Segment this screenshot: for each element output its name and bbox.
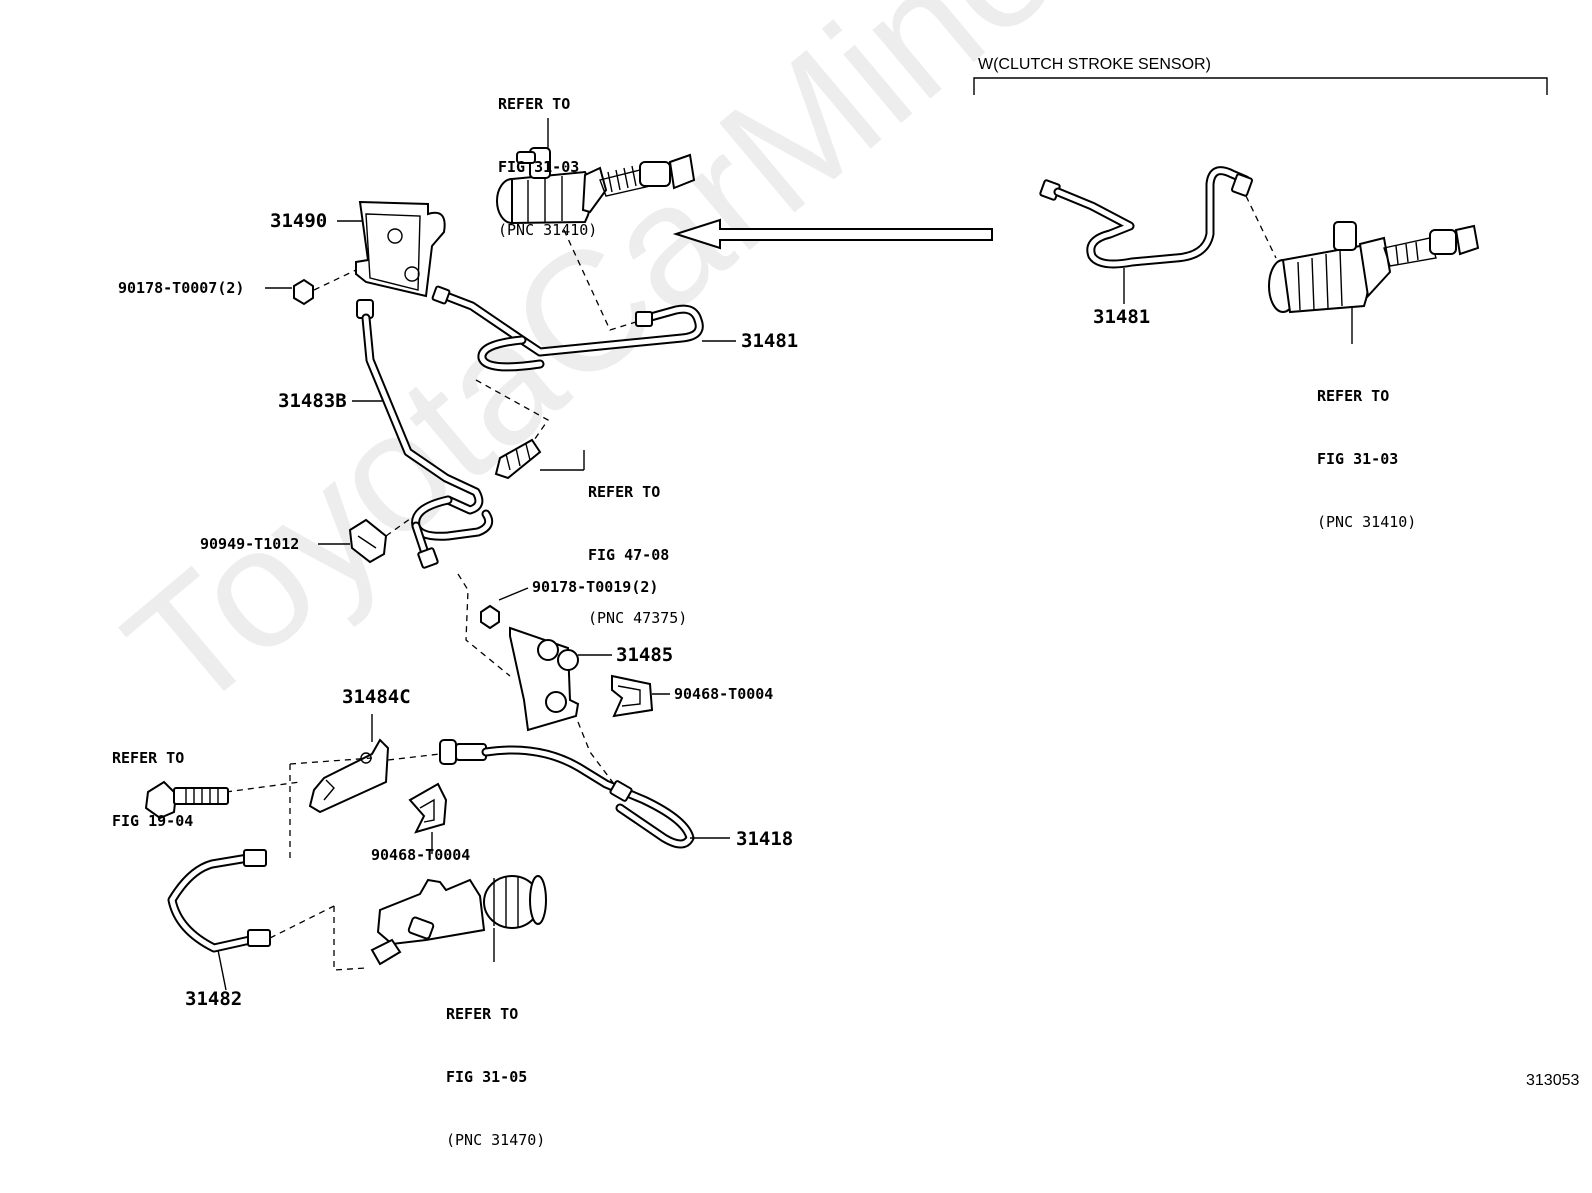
nut-90178-t0007 (265, 269, 357, 306)
reference-bolt: REFER TO FIG 19-04 (112, 706, 193, 874)
clutch-master-cylinder-sensor (1268, 221, 1480, 344)
pipe-31481-sensor (1039, 166, 1277, 304)
clamp-90949-t1012 (318, 515, 415, 564)
label-90178-t0007: 90178-T0007(2) (118, 279, 245, 297)
label-31481-sensor: 31481 (1093, 306, 1151, 328)
sensor-section-bracket (973, 77, 1548, 95)
clutch-master-cylinder-top (496, 118, 696, 225)
figure-number: 313053 (1526, 1072, 1580, 1089)
reference-top-master: REFER TO FIG 31-03 (PNC 31410) (498, 52, 597, 283)
label-90468-t0004-right: 90468-T0004 (674, 685, 774, 703)
sensor-section-title: W(CLUTCH STROKE SENSOR) (978, 56, 1211, 73)
bracket-31485 (457, 573, 612, 732)
direction-arrow (672, 218, 993, 250)
reference-line: FIG 31-03 (498, 158, 580, 176)
bracket-31484c (225, 714, 441, 858)
reference-pnc: (PNC 31410) (498, 221, 598, 239)
reference-line: REFER TO (1317, 387, 1390, 405)
clip-90468-t0004-lower (408, 782, 448, 854)
label-90949-t1012: 90949-T1012 (200, 535, 300, 553)
label-31483b: 31483B (278, 390, 347, 412)
pipe-31482 (167, 849, 367, 991)
nut-90178-t0019 (480, 587, 529, 630)
label-31481-main: 31481 (741, 330, 799, 352)
reference-line: FIG 47-08 (588, 546, 670, 564)
reference-line: REFER TO (446, 1005, 519, 1023)
diagram-drawing (144, 77, 1548, 991)
parts-diagram: ToyotaCarMine.ru (92, 0, 1580, 1149)
label-31484c: 31484C (342, 686, 411, 708)
label-31418: 31418 (736, 828, 794, 850)
reference-line: FIG 19-04 (112, 812, 194, 830)
bracket-31490 (337, 200, 446, 298)
reference-pnc: (PNC 31470) (446, 1131, 546, 1149)
release-cylinder (370, 875, 547, 966)
bolt-19-04 (144, 780, 229, 820)
reference-release-cylinder: REFER TO FIG 31-05 (PNC 31470) (446, 962, 545, 1193)
pipe-31481-main (431, 229, 736, 372)
clip-90468-t0004-right (611, 674, 670, 718)
reference-sensor-master: REFER TO FIG 31-03 (PNC 31410) (1317, 344, 1416, 575)
label-31485: 31485 (616, 644, 674, 666)
reference-line: FIG 31-03 (1317, 450, 1399, 468)
label-90178-t0019: 90178-T0019(2) (532, 578, 659, 596)
reference-line: FIG 31-05 (446, 1068, 528, 1086)
label-90468-t0004-lower: 90468-T0004 (371, 846, 471, 864)
hose-31418 (439, 721, 730, 849)
clamp-47-08 (494, 438, 585, 480)
pipe-31483b (352, 299, 549, 569)
reference-line: REFER TO (112, 749, 185, 767)
reference-pnc: (PNC 47375) (588, 609, 688, 627)
reference-clamp: REFER TO FIG 47-08 (PNC 47375) (588, 440, 687, 671)
reference-line: REFER TO (588, 483, 661, 501)
label-31490: 31490 (270, 210, 328, 232)
reference-pnc: (PNC 31410) (1317, 513, 1417, 531)
reference-line: REFER TO (498, 95, 571, 113)
label-31482: 31482 (185, 988, 243, 1010)
